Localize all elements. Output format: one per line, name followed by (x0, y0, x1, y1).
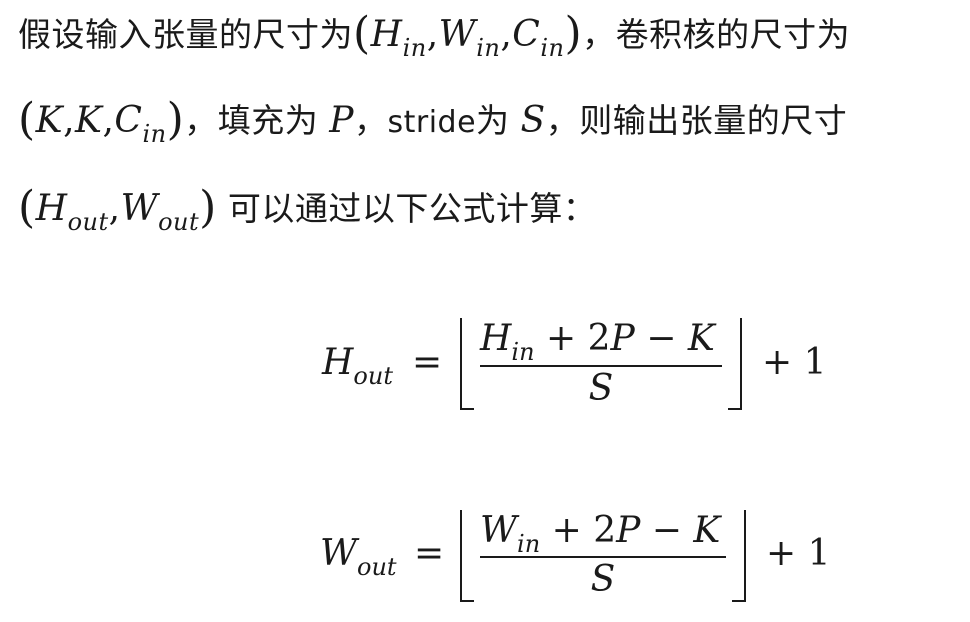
math-var-k: K (687, 318, 715, 359)
math-var: W (480, 510, 518, 551)
text-segment: ，卷积核的尺寸为 (582, 15, 851, 54)
math-var-w: W (120, 188, 159, 229)
text-segment: ， (353, 101, 388, 140)
text-segment: ，则输出张量的尺寸 (545, 101, 848, 140)
math-comma: , (426, 14, 439, 55)
floor-bracket-left (460, 318, 474, 410)
math-var-h: H (322, 342, 354, 383)
math-comma: , (102, 100, 115, 141)
math-sub-out: out (357, 553, 397, 581)
math-var-h: H (370, 14, 403, 55)
math-minus: − (634, 318, 688, 359)
close-paren: ) (564, 8, 583, 59)
open-paren: ( (18, 182, 36, 233)
open-paren: ( (18, 94, 36, 145)
floor-bracket-right (728, 318, 742, 410)
equals-sign: = (412, 342, 443, 383)
math-sub-in: in (142, 120, 167, 148)
stride-word: stride (387, 105, 477, 140)
floor-bracket-left (460, 510, 474, 602)
math-sub-out: out (158, 208, 200, 236)
math-comma: , (500, 14, 513, 55)
formula-lhs: Hout (322, 342, 393, 390)
equals-sign: = (414, 533, 445, 574)
fraction-bar (480, 365, 722, 367)
math-sub-in: in (511, 338, 535, 366)
open-paren: ( (353, 8, 371, 59)
math-sub-in: in (402, 34, 427, 62)
formula-tail: + 1 (762, 342, 827, 383)
paragraph-line-2: (K,K,Cin)，填充为 P，stride为 S，则输出张量的尺寸 (18, 98, 848, 149)
floor-bracket-right (732, 510, 746, 602)
math-text: + 2 (540, 510, 617, 551)
formula-lhs: Wout (320, 533, 397, 581)
math-var-c: C (114, 100, 143, 141)
formula-numerator: Hin + 2P − K (480, 318, 715, 366)
math-var-w: W (320, 533, 358, 574)
math-sub-in: in (540, 34, 565, 62)
math-var-w: W (438, 14, 477, 55)
math-var-s: S (520, 100, 546, 141)
math-var-p: P (616, 510, 641, 551)
close-paren: ) (166, 94, 185, 145)
paragraph-line-1: 假设输入张量的尺寸为(Hin,Win,Cin)，卷积核的尺寸为 (18, 12, 851, 63)
math-var-p: P (610, 318, 635, 359)
math-sub-out: out (353, 362, 393, 390)
text-segment: 假设输入张量的尺寸为 (18, 15, 353, 54)
math-text: + 2 (534, 318, 611, 359)
formula-tail: + 1 (766, 533, 831, 574)
math-comma: , (63, 100, 76, 141)
text-segment: ，填充为 (184, 101, 319, 140)
text-segment: 可以通过以下公式计算： (227, 189, 597, 228)
formula-denominator: S (590, 559, 616, 600)
math-var-p: P (329, 100, 354, 141)
paragraph-line-3: (Hout,Wout) 可以通过以下公式计算： (18, 186, 597, 237)
math-var-k: K (75, 100, 103, 141)
math-var-k: K (35, 100, 64, 141)
formula-denominator: S (588, 368, 614, 409)
math-var-c: C (512, 14, 541, 55)
math-var-k: K (693, 510, 721, 551)
math-var-h: H (35, 188, 68, 229)
text-segment: 为 (476, 101, 510, 140)
formula-numerator: Win + 2P − K (480, 510, 721, 558)
math-var: H (480, 318, 512, 359)
math-comma: , (108, 188, 121, 229)
fraction-bar (480, 556, 726, 558)
math-minus: − (640, 510, 694, 551)
close-paren: ) (199, 182, 217, 233)
math-sub-in: in (476, 34, 501, 62)
math-sub-in: in (517, 530, 541, 558)
math-sub-out: out (67, 208, 109, 236)
